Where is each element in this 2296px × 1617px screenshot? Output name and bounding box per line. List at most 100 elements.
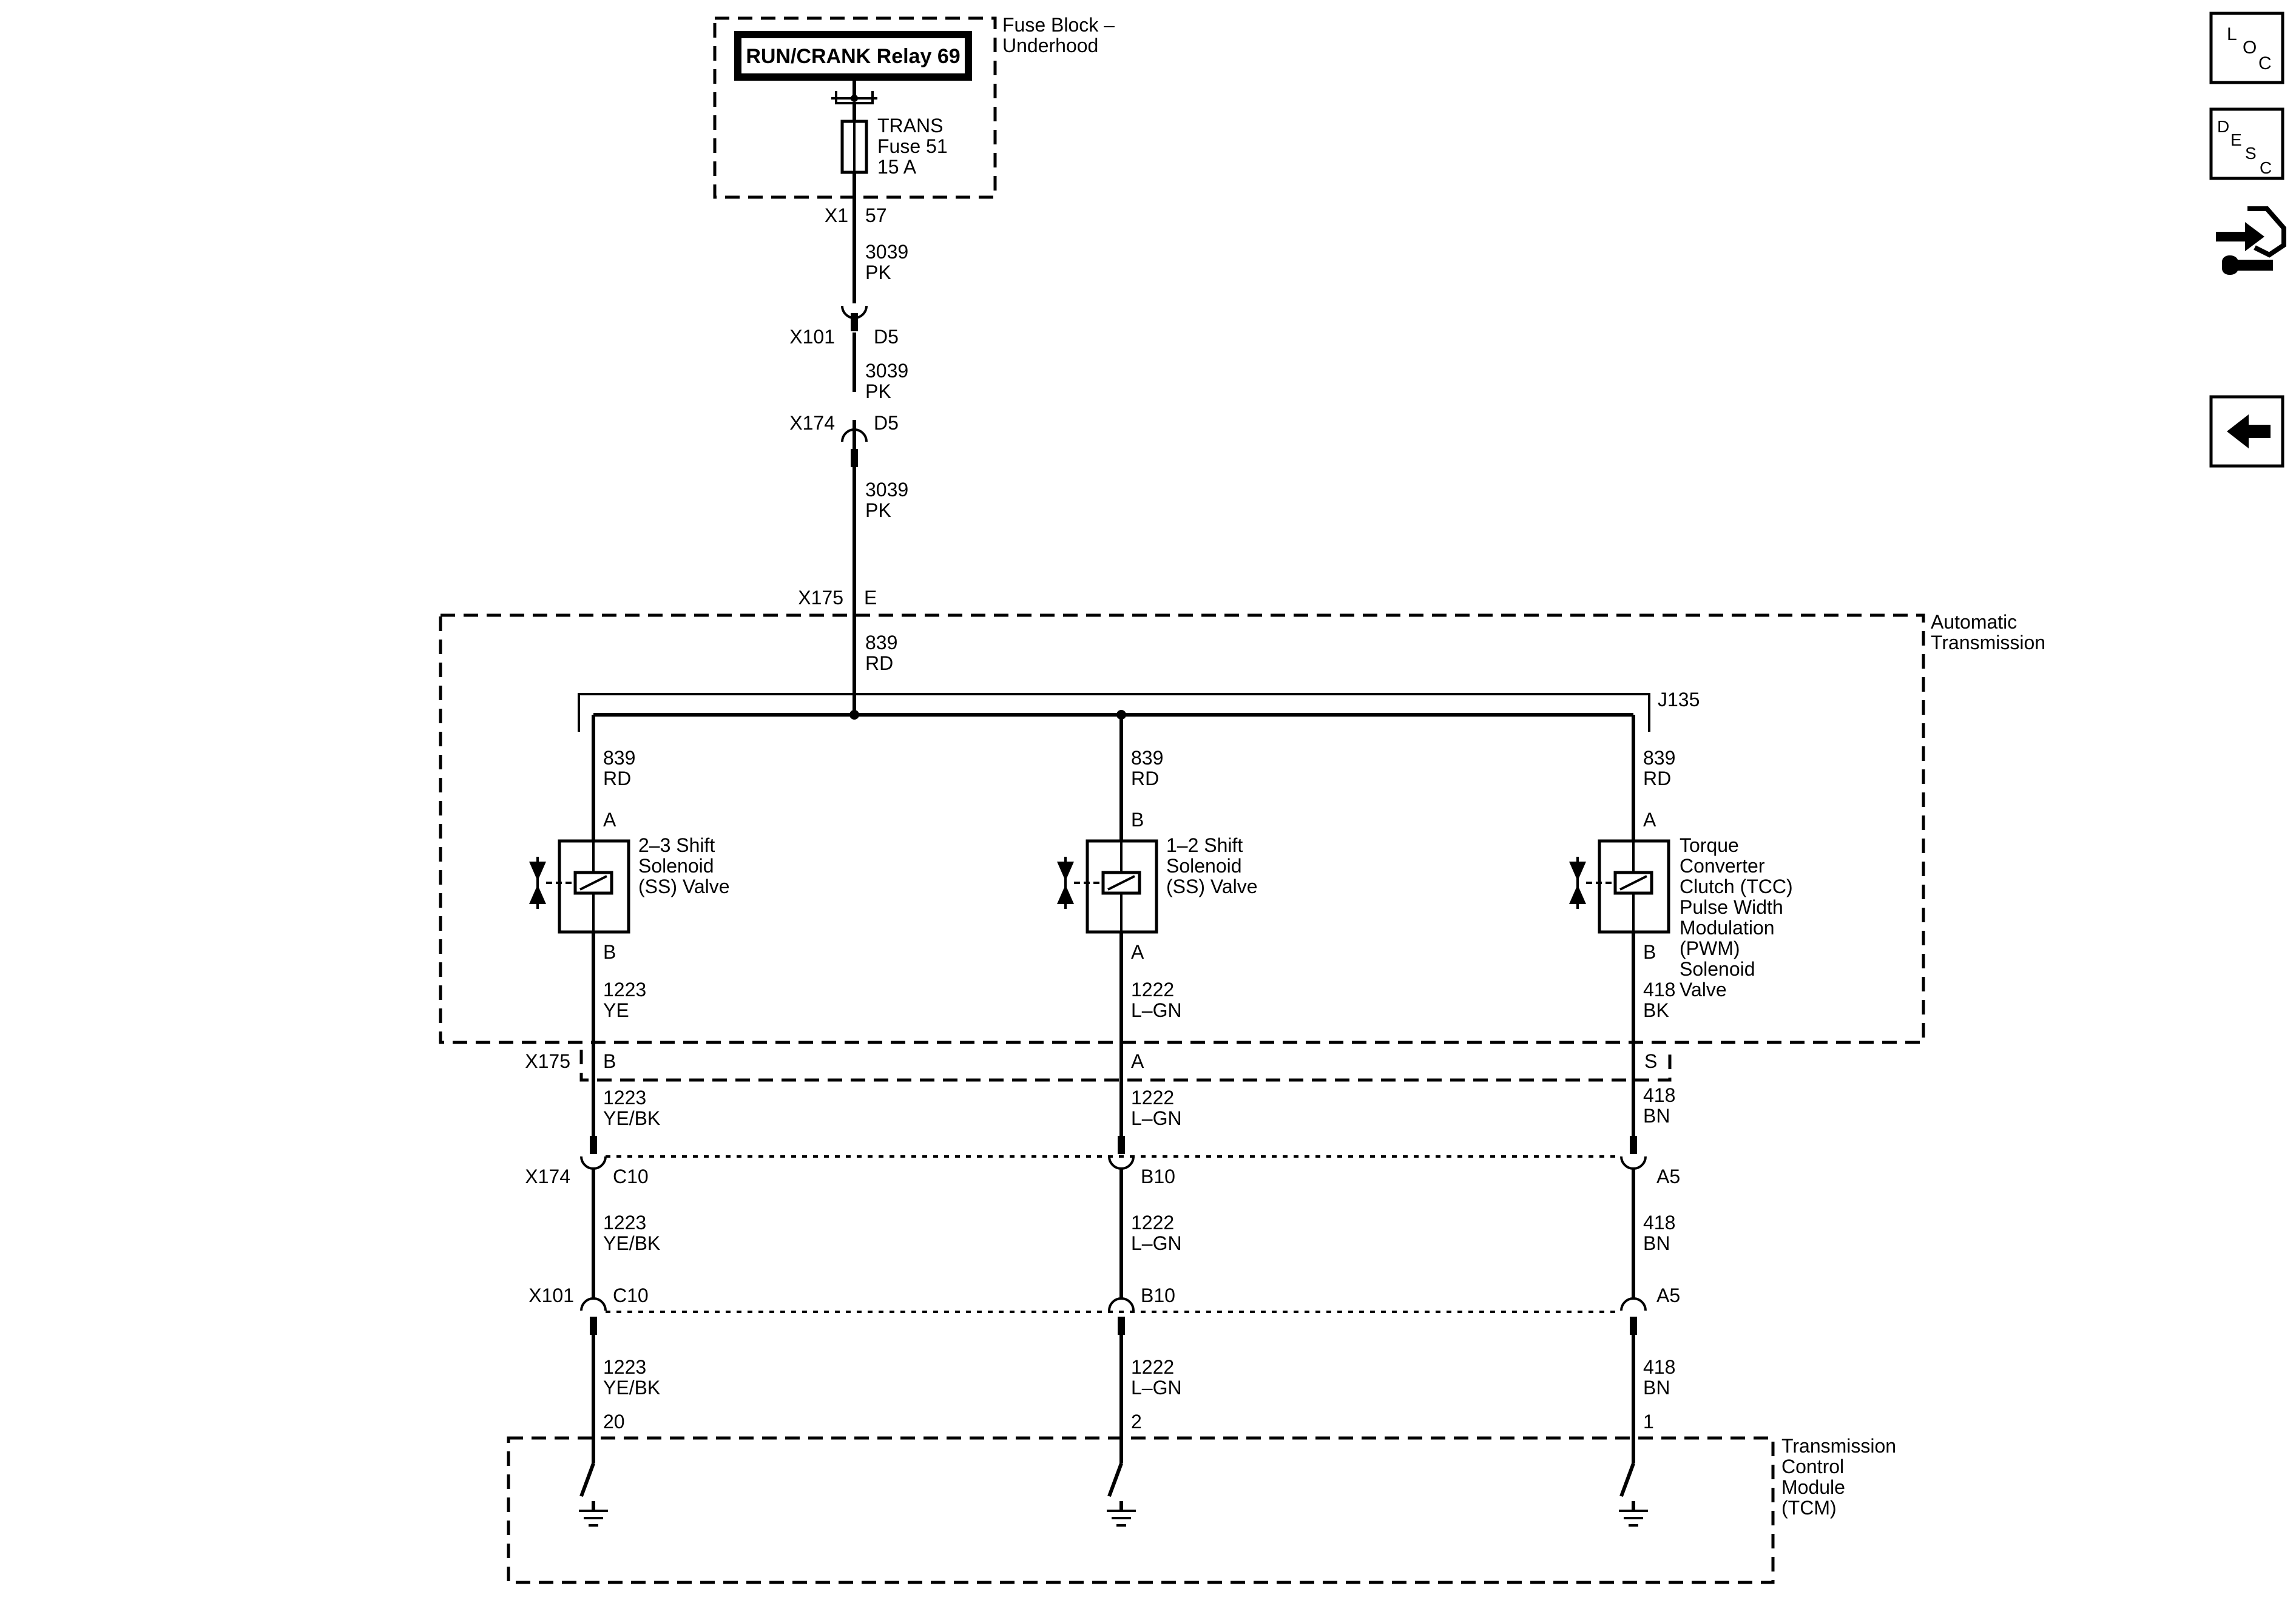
solenoid-tcc-label-6: (PWM) xyxy=(1680,937,1740,959)
branch-3-x174-pin-symbol xyxy=(1630,1136,1637,1154)
feed-wire-2-circuit: 3039 xyxy=(865,360,908,382)
branch-2-x175-pin: A xyxy=(1131,1050,1144,1072)
branch-3-mid-circuit: 418 xyxy=(1643,1212,1675,1234)
branch-1-x174-pin-symbol xyxy=(590,1136,597,1154)
branch-1-tcm-color: YE/BK xyxy=(603,1377,660,1399)
feed-wire-2-color: PK xyxy=(865,380,891,402)
fuse-block-title-2: Underhood xyxy=(1002,35,1098,56)
relay-label: RUN/CRANK Relay 69 xyxy=(746,45,960,68)
branch-2-tcm-pin: 2 xyxy=(1131,1411,1142,1433)
branch-1-tcm-circuit: 1223 xyxy=(603,1356,646,1378)
loc-button-frame[interactable] xyxy=(2209,12,2284,84)
branch-2-feed-circuit: 839 xyxy=(1131,747,1163,769)
solenoid-tcc-label-7: Solenoid xyxy=(1680,958,1755,980)
j135-label: J135 xyxy=(1658,689,1700,711)
loc-letter-l: L xyxy=(2227,24,2237,44)
transmission-control-module: Transmission Control Module (TCM) xyxy=(507,1435,1896,1584)
branch-3-harness-circuit: 418 xyxy=(1643,1084,1675,1106)
branch-1-mid-color: YE/BK xyxy=(603,1232,660,1254)
loc-letter-o: O xyxy=(2243,38,2257,58)
branch-1-pin-top: A xyxy=(603,809,616,831)
tcm-label-3: Module xyxy=(1781,1476,1845,1498)
branch-2-x174-socket xyxy=(1108,1156,1135,1170)
loc-button[interactable]: L O C xyxy=(2209,12,2284,84)
branch-1-2-shift-solenoid: 839 RD B 1–2 Shift Solenoid (SS) Valve A… xyxy=(1057,723,1258,1527)
branch-tcc-pwm-solenoid: 839 RD A Torque Converter Clutch (TCC) P… xyxy=(1569,732,1793,1527)
branch-2-tcm-color: L–GN xyxy=(1131,1377,1182,1399)
x101-feed-name: X101 xyxy=(789,326,835,348)
repair-procedures-button[interactable] xyxy=(2207,200,2286,285)
branch-1-x174-pin: C10 xyxy=(613,1166,649,1187)
branch-1-pin-bottom: B xyxy=(603,941,616,963)
branch-3-out-color: BK xyxy=(1643,999,1669,1021)
solenoid-tcc-label-3: Clutch (TCC) xyxy=(1680,876,1793,897)
desc-letter-s: S xyxy=(2245,144,2257,163)
desc-button[interactable]: D E S C xyxy=(2209,107,2284,180)
branch-2-x174-pin: B10 xyxy=(1141,1166,1175,1187)
solenoid-1-2-coil-diag xyxy=(1107,875,1135,891)
feed-wire-4-circuit: 839 xyxy=(865,632,897,653)
feed-wire-1-circuit: 3039 xyxy=(865,241,908,263)
feed-wire-3-color: PK xyxy=(865,499,891,521)
fuse-block: Fuse Block – Underhood RUN/CRANK Relay 6… xyxy=(713,14,1115,226)
branch-2-pin-top: B xyxy=(1131,809,1144,831)
branch-1-x101-socket xyxy=(580,1297,607,1311)
branch-3-x174-socket xyxy=(1620,1156,1647,1170)
desc-button-frame[interactable] xyxy=(2209,107,2284,180)
desc-letter-d: D xyxy=(2217,117,2229,136)
branch-1-mid-circuit: 1223 xyxy=(603,1212,646,1234)
tcm-label-1: Transmission xyxy=(1781,1435,1896,1457)
x101-feed-pin xyxy=(851,313,858,331)
hand-icon xyxy=(2247,206,2286,258)
branch-1-x174-socket xyxy=(580,1156,607,1170)
feed-wire: 3039 PK X101 D5 3039 PK X174 D5 3039 PK … xyxy=(789,172,908,717)
solenoid-1-2-coil xyxy=(1101,871,1141,895)
automatic-transmission-outline xyxy=(439,613,1925,1044)
x101-feed-pin-label: D5 xyxy=(874,326,899,348)
branch-3-x175-pin: S xyxy=(1644,1050,1657,1072)
branch-2-x101-pin-symbol xyxy=(1118,1317,1125,1335)
solenoid-tcc-label-4: Pulse Width xyxy=(1680,896,1783,918)
automatic-transmission-title-1: Automatic xyxy=(1931,611,2017,633)
x175-feed-name: X175 xyxy=(798,587,843,609)
branch-3-tcm-pin: 1 xyxy=(1643,1411,1654,1433)
tcm-label-2: Control xyxy=(1781,1456,1844,1477)
branch-2-x174-pin-symbol xyxy=(1118,1136,1125,1154)
automatic-transmission: Automatic Transmission J135 xyxy=(439,611,2045,1044)
branch-3-out-circuit: 418 xyxy=(1643,979,1675,1001)
solenoid-2-3-label-1: 2–3 Shift xyxy=(638,834,715,856)
branch-2-x101-pin: B10 xyxy=(1141,1284,1175,1306)
fuse-label-3: 15 A xyxy=(877,156,917,178)
branch-1-harness-circuit: 1223 xyxy=(603,1087,646,1109)
solenoid-1-2-label-2: Solenoid xyxy=(1166,855,1242,877)
branch-3-mid-color: BN xyxy=(1643,1232,1670,1254)
branch-2-tcm-circuit: 1222 xyxy=(1131,1356,1174,1378)
wrench-icon xyxy=(2222,255,2273,275)
branch-1-x101-pin-symbol xyxy=(590,1317,597,1335)
x174-feed-connector-symbol xyxy=(841,428,868,442)
branch-3-x101-socket xyxy=(1620,1297,1647,1311)
fuse-block-title-1: Fuse Block – xyxy=(1002,14,1115,36)
branch-3-tcm-color: BN xyxy=(1643,1377,1670,1399)
branch-2-out-circuit: 1222 xyxy=(1131,979,1174,1001)
fuse-label-2: Fuse 51 xyxy=(877,135,948,157)
arrow-right-icon xyxy=(2216,222,2264,251)
x101-label: X101 xyxy=(528,1284,574,1306)
solenoid-2-3-coil-diag xyxy=(579,875,607,891)
back-arrow-icon xyxy=(2227,414,2271,448)
x175-feed-pin-label: E xyxy=(864,587,877,609)
desc-letter-e: E xyxy=(2230,130,2242,149)
j135-splice-outline xyxy=(578,693,1650,732)
branch-2-harness-circuit: 1222 xyxy=(1131,1087,1174,1109)
j135-node-feed xyxy=(849,710,859,720)
branch-2-harness-color: L–GN xyxy=(1131,1107,1182,1129)
x174-label: X174 xyxy=(525,1166,570,1187)
branch-3-pin-top: A xyxy=(1643,809,1656,831)
solenoid-tcc-label-2: Converter xyxy=(1680,855,1765,877)
fuse-block-pin: 57 xyxy=(865,204,887,226)
back-button[interactable] xyxy=(2209,395,2284,468)
solenoid-2-3-label-2: Solenoid xyxy=(638,855,714,877)
x175-outline xyxy=(579,1050,1672,1082)
tcm-outline xyxy=(507,1436,1775,1584)
